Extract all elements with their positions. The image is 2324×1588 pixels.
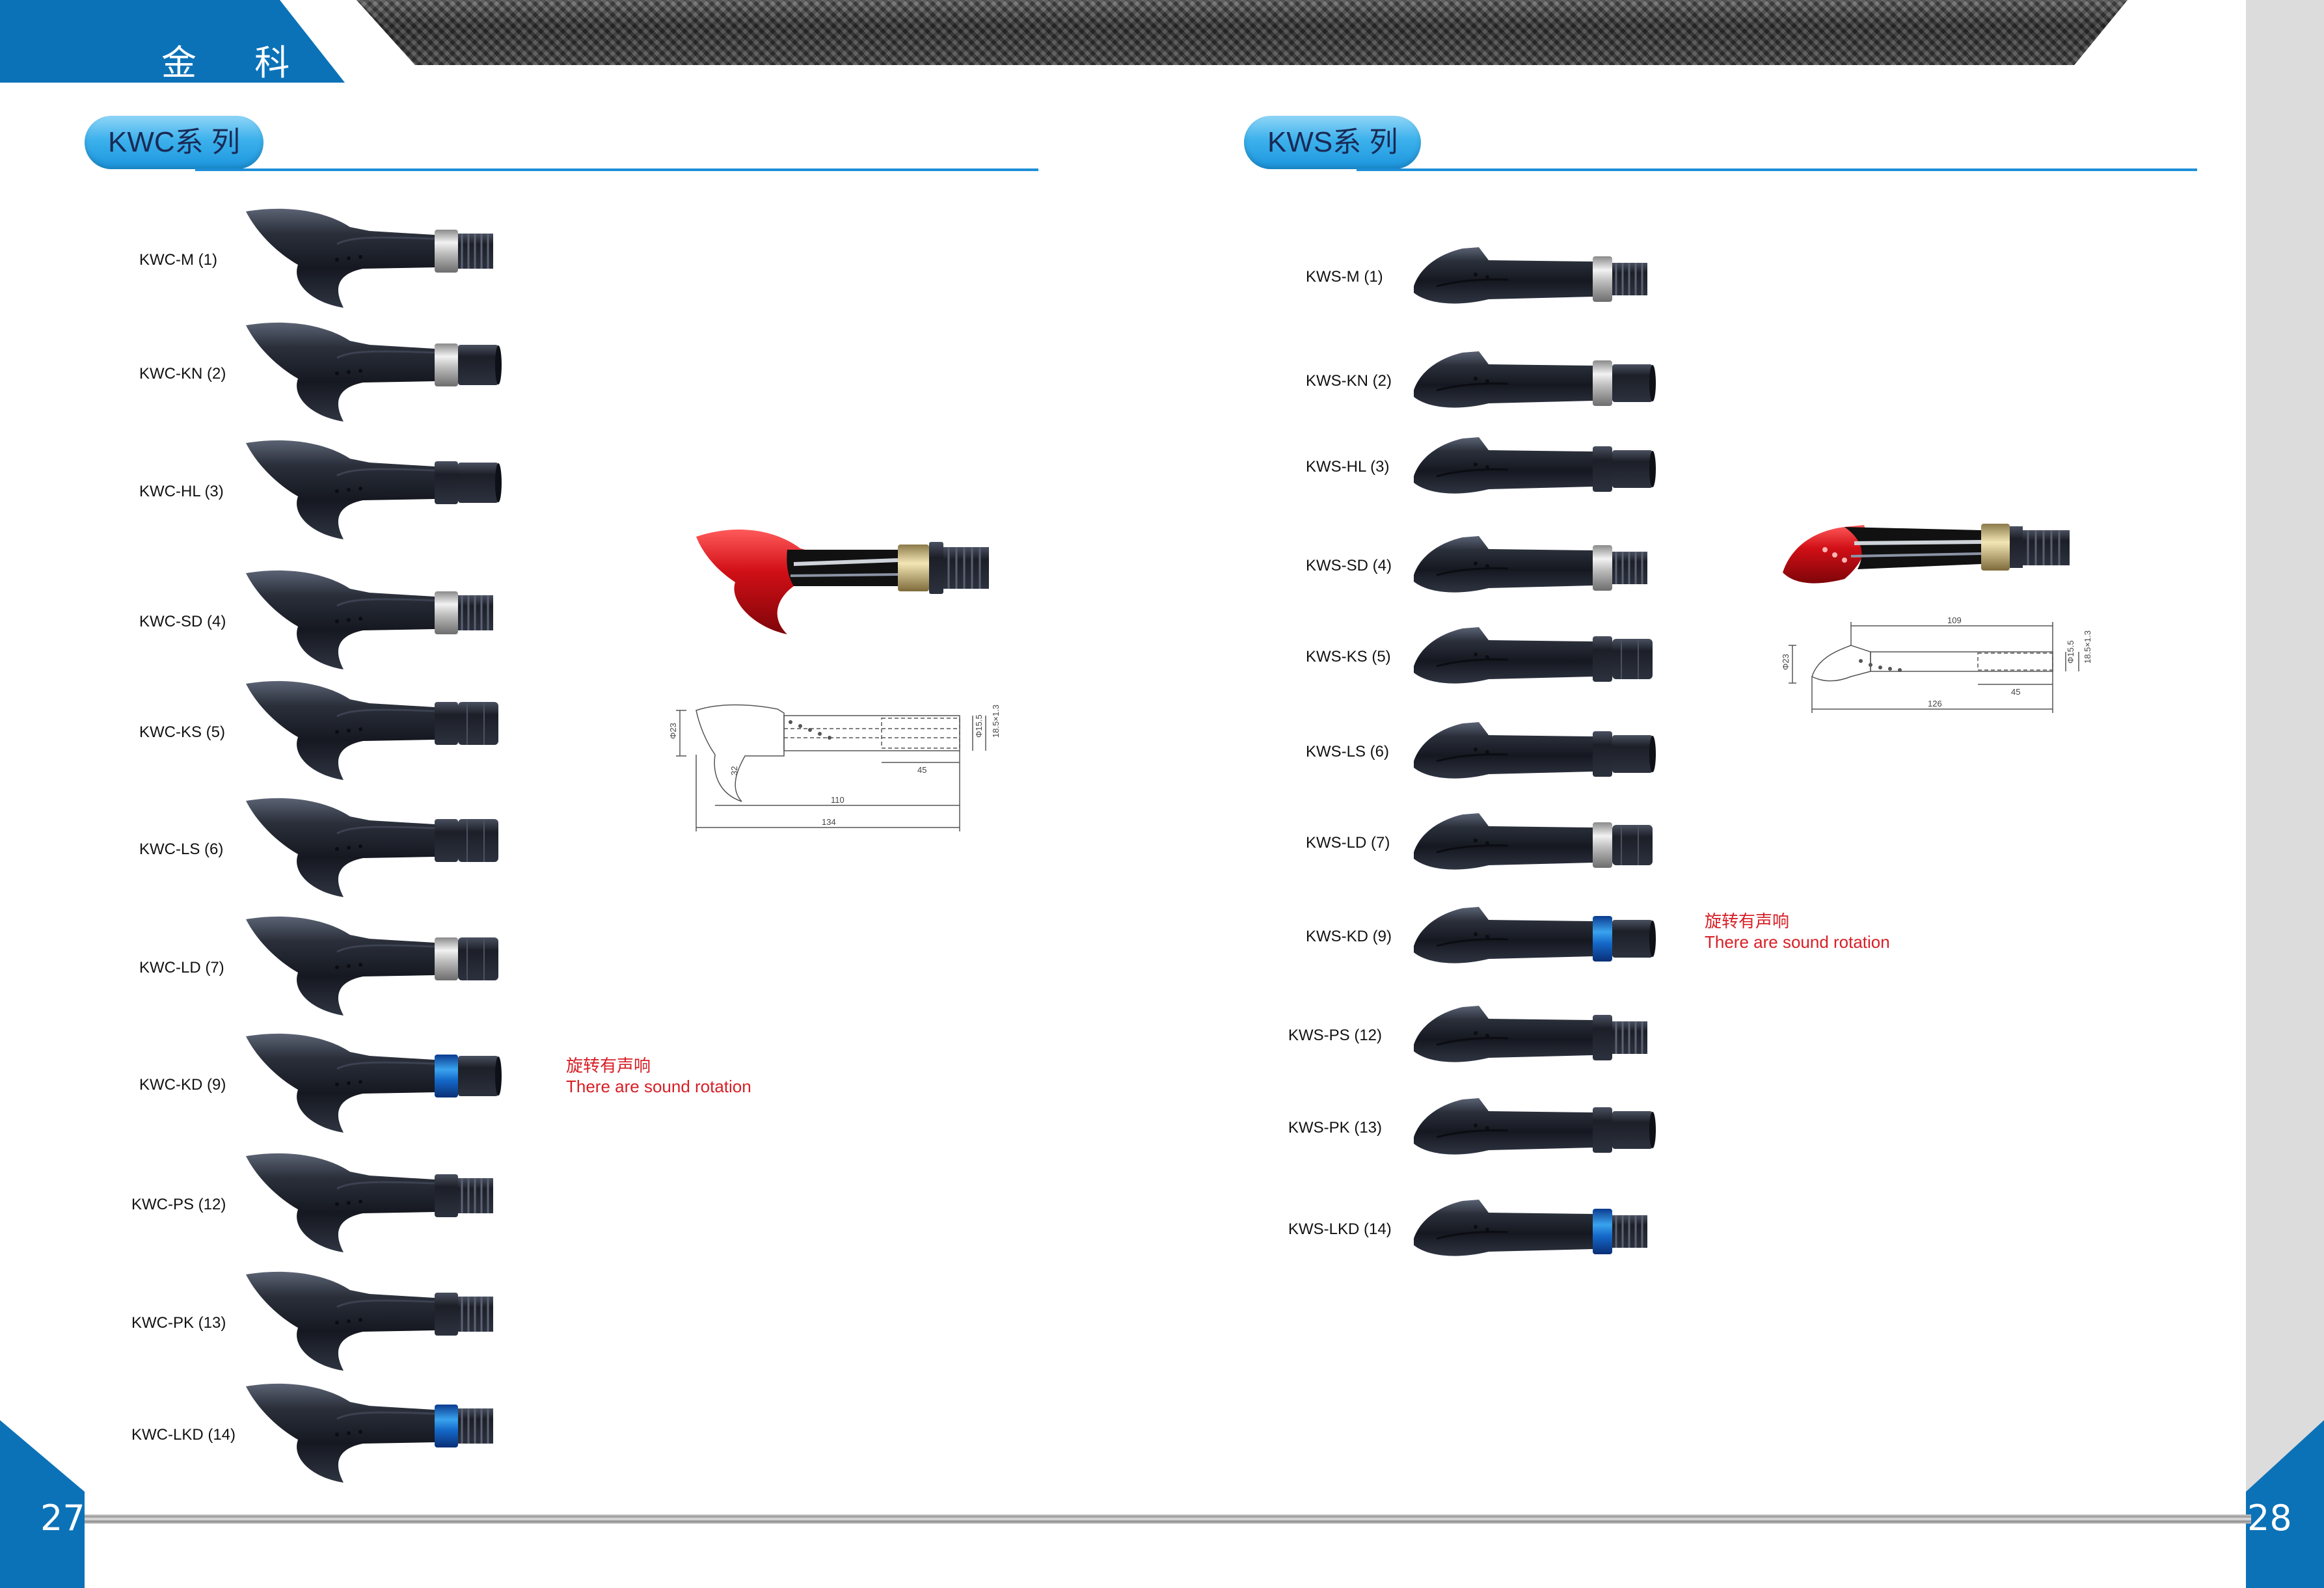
product-label: KWC-KS (5) [139, 723, 225, 741]
product-label: KWS-SD (4) [1306, 557, 1392, 574]
brand-title: 金 科 [161, 42, 314, 83]
dim-thread: 18.5×1.3 [991, 705, 1001, 738]
product-label: KWC-KN (2) [139, 365, 226, 383]
grip-product-image [239, 437, 552, 541]
kws-title-rule [1357, 168, 2197, 171]
grip-product-image [1411, 241, 1697, 312]
grip-product-image [239, 913, 552, 1017]
grip-product-image [1411, 530, 1697, 601]
dim-length-134: 134 [822, 817, 836, 827]
brand-tab [0, 0, 345, 83]
kwc-sound-note: 旋转有声响 There are sound rotation [566, 1055, 751, 1097]
product-label: KWS-KN (2) [1306, 372, 1392, 390]
grip-product-image [1411, 999, 1697, 1071]
product-label: KWS-LS (6) [1306, 743, 1390, 760]
grip-product-image [239, 205, 552, 309]
kwc-technical-drawing: Φ23 Φ15.5 18.5×1.3 45 32 110 134 [667, 690, 1031, 846]
dim-length-110: 110 [831, 795, 844, 805]
grip-product-image [239, 1030, 552, 1134]
product-label: KWC-PS (12) [131, 1196, 226, 1213]
grip-product-image [239, 1268, 552, 1372]
kws-sound-note: 旋转有声响 There are sound rotation [1705, 911, 1890, 952]
grip-product-image [239, 794, 552, 898]
product-label: KWC-LS (6) [139, 841, 224, 858]
product-label: KWC-KD (9) [139, 1076, 226, 1094]
kws-sound-note-en: There are sound rotation [1705, 932, 1890, 952]
kwc-sound-note-en: There are sound rotation [566, 1077, 751, 1096]
kwc-series-title: KWC系 列 [85, 116, 263, 169]
grip-product-image [1411, 431, 1697, 502]
product-label: KWC-M (1) [139, 251, 217, 269]
grip-product-image [239, 1150, 552, 1254]
page-edge [2246, 0, 2324, 1588]
kws-technical-drawing: Φ23 Φ15.5 18.5×1.3 109 45 126 [1779, 612, 2118, 742]
product-label: KWS-LKD (14) [1288, 1220, 1392, 1238]
page-number-right: 28 [2247, 1498, 2292, 1539]
kwc-sound-note-cn: 旋转有声响 [566, 1056, 651, 1075]
kwc-title-rule [195, 168, 1038, 171]
grip-product-image [1411, 716, 1697, 787]
kws-sound-note-cn: 旋转有声响 [1705, 911, 1790, 931]
dim-inner-diameter: Φ15.5 [2066, 640, 2075, 664]
product-label: KWC-LKD (14) [131, 1426, 236, 1444]
dim-length-45: 45 [917, 765, 926, 775]
dim-length-45: 45 [2011, 687, 2020, 697]
grip-product-image [1411, 1193, 1697, 1265]
footer-rule [85, 1514, 2251, 1524]
kwc-featured-red-product [690, 524, 1002, 641]
grip-product-image [239, 677, 552, 781]
page-number-left: 27 [40, 1498, 85, 1539]
dim-length-109: 109 [1947, 615, 1962, 625]
product-label: KWC-HL (3) [139, 483, 224, 500]
carbon-fiber-banner [357, 0, 2128, 65]
product-label: KWS-KD (9) [1306, 928, 1392, 945]
grip-product-image [1411, 621, 1697, 692]
product-label: KWS-PK (13) [1288, 1119, 1383, 1137]
grip-product-image [1411, 345, 1697, 416]
dim-height: 32 [729, 766, 739, 775]
product-label: KWS-M (1) [1306, 268, 1383, 286]
product-label: KWC-LD (7) [139, 959, 224, 976]
dim-outer-diameter: Φ23 [668, 723, 678, 739]
dim-length-126: 126 [1928, 699, 1942, 708]
product-label: KWC-SD (4) [139, 613, 226, 630]
dim-outer-diameter: Φ23 [1781, 654, 1790, 670]
grip-product-image [239, 319, 552, 423]
grip-product-image [1411, 1092, 1697, 1163]
dim-inner-diameter: Φ15.5 [974, 714, 984, 738]
kws-featured-red-product [1779, 511, 2092, 595]
product-label: KWS-KS (5) [1306, 648, 1391, 666]
grip-product-image [1411, 807, 1697, 878]
product-label: KWS-LD (7) [1306, 834, 1390, 852]
product-label: KWS-HL (3) [1306, 458, 1390, 476]
dim-thread: 18.5×1.3 [2083, 630, 2092, 664]
grip-product-image [239, 1380, 552, 1484]
kws-series-title: KWS系 列 [1244, 116, 1422, 169]
product-label: KWC-PK (13) [131, 1314, 226, 1332]
grip-product-image [1411, 900, 1697, 972]
grip-product-image [239, 567, 552, 671]
product-label: KWS-PS (12) [1288, 1027, 1383, 1044]
